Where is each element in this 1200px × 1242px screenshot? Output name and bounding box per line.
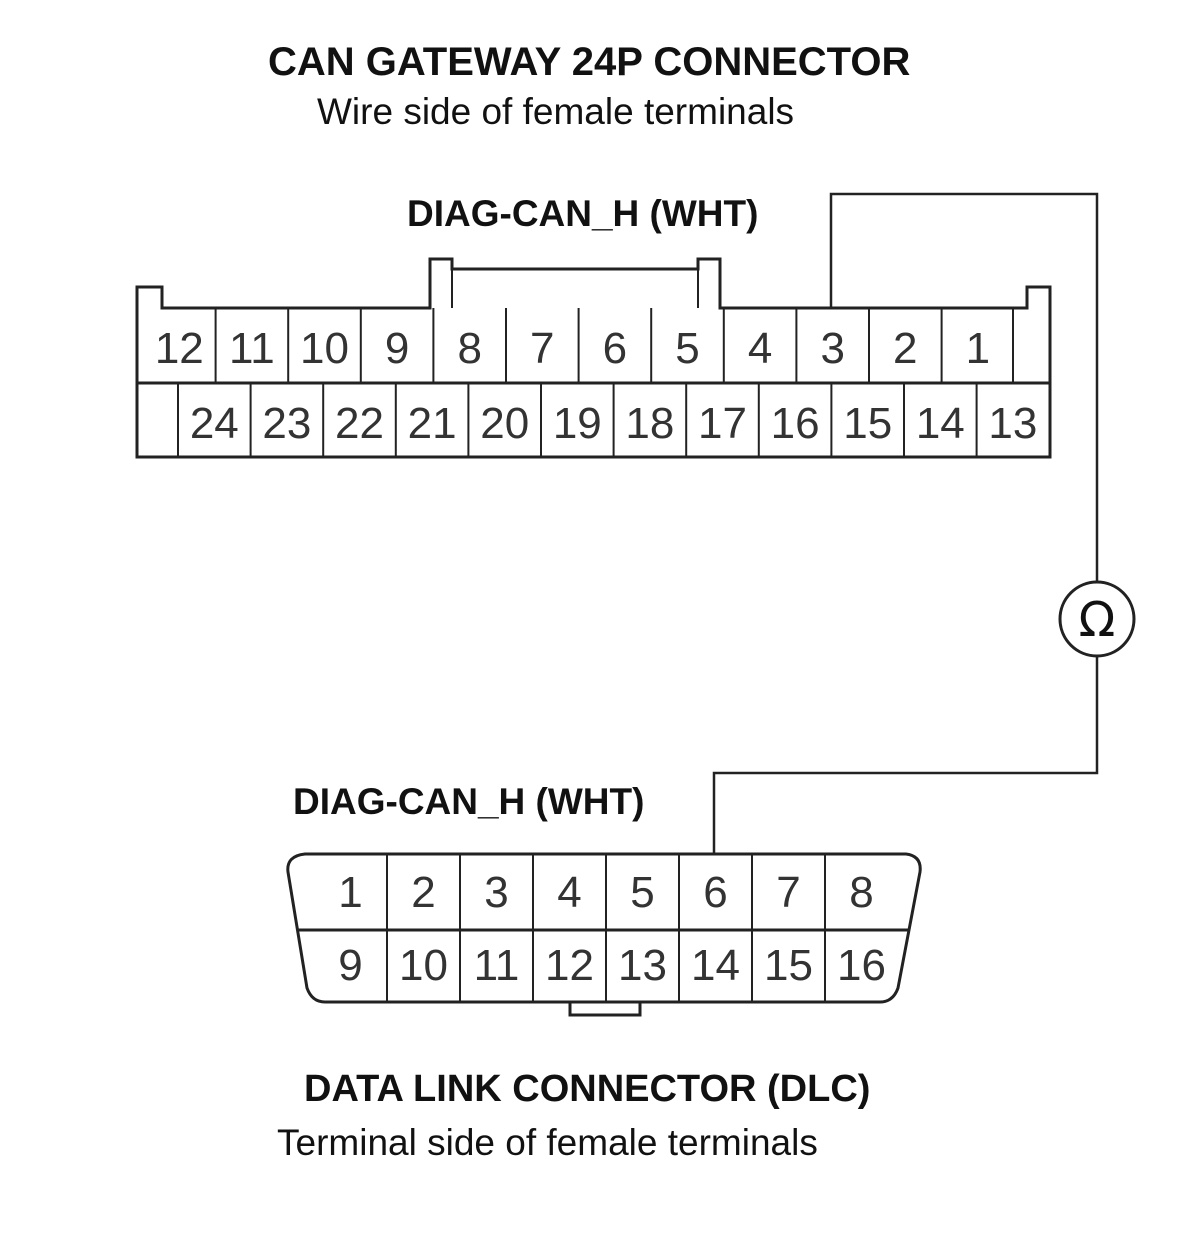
- gateway-subtitle: Wire side of female terminals: [317, 91, 795, 132]
- gateway-terminal-14: 14: [916, 399, 965, 448]
- dlc-terminal-2: 2: [411, 868, 435, 917]
- gateway-terminal-23: 23: [262, 399, 311, 448]
- gateway-title: CAN GATEWAY 24P CONNECTOR: [268, 40, 911, 84]
- dlc-terminal-8: 8: [849, 868, 873, 917]
- dlc-terminal-16: 16: [837, 941, 886, 990]
- gateway-terminal-15: 15: [843, 399, 892, 448]
- gateway-terminal-19: 19: [553, 399, 602, 448]
- gateway-terminal-3: 3: [820, 324, 844, 373]
- dlc-connector: [286, 852, 922, 1017]
- gateway-terminal-10: 10: [300, 324, 349, 373]
- gateway-terminal-12: 12: [155, 324, 204, 373]
- dlc-terminal-12: 12: [545, 941, 594, 990]
- dlc-terminal-11: 11: [474, 941, 520, 990]
- gateway-terminal-1: 1: [966, 324, 990, 373]
- gateway-terminal-21: 21: [408, 399, 457, 448]
- dlc-title: DATA LINK CONNECTOR (DLC): [304, 1068, 871, 1110]
- dlc-terminal-7: 7: [776, 868, 800, 917]
- dlc-terminal-4: 4: [557, 868, 581, 917]
- gateway-terminal-6: 6: [603, 324, 627, 373]
- gateway-terminal-16: 16: [771, 399, 820, 448]
- gateway-terminal-9: 9: [385, 324, 409, 373]
- lead-to-dlc-terminal: [712, 656, 1099, 854]
- gateway-bottom-row: 24 23 22 21 20 19 18 17 16 15 14 13: [177, 383, 1037, 457]
- dlc-wire-label: DIAG-CAN_H (WHT): [293, 781, 645, 822]
- gateway-terminal-4: 4: [748, 324, 772, 373]
- gateway-terminal-13: 13: [988, 399, 1037, 448]
- dlc-terminal-3: 3: [484, 868, 508, 917]
- dlc-terminal-10: 10: [399, 941, 448, 990]
- dlc-terminal-13: 13: [618, 941, 667, 990]
- ohm-symbol: Ω: [1079, 592, 1116, 648]
- gateway-terminal-11: 11: [229, 324, 275, 373]
- gateway-wire-label: DIAG-CAN_H (WHT): [407, 193, 759, 234]
- gateway-terminal-17: 17: [698, 399, 747, 448]
- dlc-terminal-15: 15: [764, 941, 813, 990]
- gateway-terminal-20: 20: [480, 399, 529, 448]
- dlc-terminal-6: 6: [703, 868, 727, 917]
- gateway-terminal-2: 2: [893, 324, 917, 373]
- test-leads: [712, 192, 1099, 854]
- dlc-terminal-1: 1: [338, 868, 362, 917]
- dlc-terminal-5: 5: [630, 868, 654, 917]
- gateway-terminal-5: 5: [675, 324, 699, 373]
- dlc-subtitle: Terminal side of female terminals: [277, 1122, 818, 1163]
- lead-to-gateway-terminal: [829, 192, 1099, 582]
- dlc-terminal-9: 9: [338, 941, 362, 990]
- gateway-terminal-18: 18: [625, 399, 674, 448]
- dlc-terminal-14: 14: [691, 941, 740, 990]
- gateway-terminal-8: 8: [457, 324, 481, 373]
- gateway-terminal-22: 22: [335, 399, 384, 448]
- dlc-bottom-row: 9 10 11 12 13 14 15 16: [338, 930, 886, 1002]
- gateway-terminal-7: 7: [530, 324, 554, 373]
- ohmmeter-icon: Ω: [1058, 580, 1136, 658]
- gateway-terminal-24: 24: [190, 399, 239, 448]
